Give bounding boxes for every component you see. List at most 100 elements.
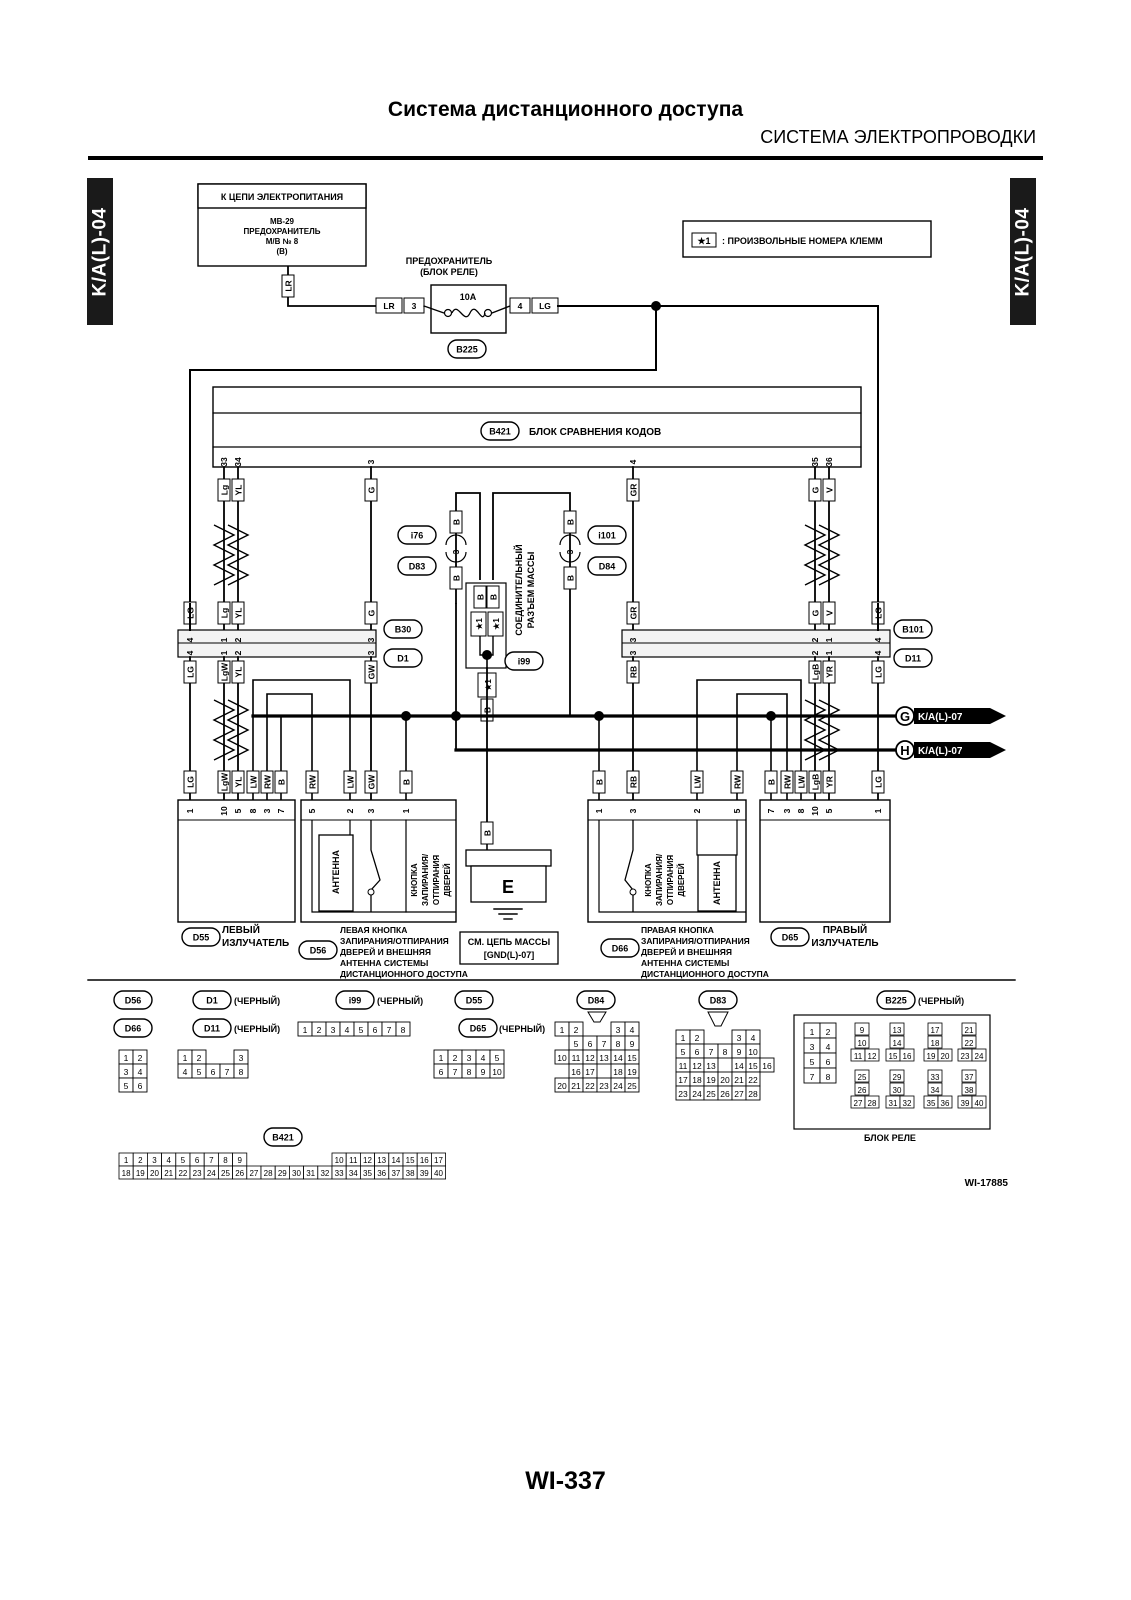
d65-pin: 3 (782, 808, 792, 813)
grid-d55-cell (489, 1063, 505, 1079)
d56-wire: GW (367, 774, 377, 790)
joint-d11-pin: 3 (628, 650, 638, 655)
grid-b225-pin: 3 (810, 1042, 815, 1052)
grid-b225-cell (927, 1022, 943, 1036)
wire-lg-left-supply (189, 306, 657, 604)
grid-i99-pin: 2 (317, 1025, 322, 1035)
power-source-line: M/B № 8 (266, 237, 299, 246)
i99-star: ★1 (475, 618, 484, 630)
grid-b225-pin: 18 (931, 1039, 940, 1048)
d66-connector: D66 (612, 944, 629, 954)
fuse-subtitle: (БЛОК РЕЛЕ) (420, 267, 478, 277)
d55-wire-box (231, 770, 245, 794)
joint-name: СОЕДИНИТЕЛЬНЫЙ (513, 544, 524, 635)
view-b225-outline (876, 990, 916, 1010)
view-d1: D1 (206, 996, 218, 1006)
joint-d1-pin: 1 (219, 650, 229, 655)
grid-d83-cell (745, 1085, 761, 1101)
grid-b421-pin: 34 (349, 1169, 358, 1178)
grid-d1-cell (233, 1063, 249, 1079)
d66-pin: 3 (628, 808, 638, 813)
d66-label: ДВЕРЕЙ И ВНЕШНЯЯ (641, 946, 732, 957)
grid-b225-pin: 12 (868, 1052, 877, 1061)
grid-b225-pin: 8 (826, 1072, 831, 1082)
grid-i99-pin: 3 (331, 1025, 336, 1035)
ecu-pin: 33 (219, 457, 229, 467)
d56-wire-box (305, 770, 319, 794)
grid-d84-pin: 25 (627, 1081, 637, 1091)
joint-name: РАЗЪЕМ МАССЫ (526, 551, 536, 628)
grid-d55-pin: 2 (453, 1053, 458, 1063)
joint-b30-wire: Lg (220, 608, 230, 618)
grid-b225-pin: 38 (965, 1086, 974, 1095)
joint-b30-wire: YL (234, 608, 244, 619)
ecu-pin: 4 (628, 459, 638, 464)
grid-b225-pin: 24 (975, 1052, 984, 1061)
power-source-line: ПРЕДОХРАНИТЕЛЬ (244, 227, 321, 236)
d84-connector-outline (587, 556, 627, 576)
i76-wire-top-box (449, 510, 463, 534)
grid-d84-pin: 2 (574, 1025, 579, 1035)
fuse-lead (423, 305, 445, 314)
ecu-pin: 34 (233, 457, 243, 467)
i76-connector: i76 (411, 531, 424, 541)
external-ref-label: K/A(L)-07 (918, 746, 963, 757)
d55-wire-box (183, 770, 197, 794)
twisted-pair-left (226, 524, 250, 586)
grid-b225-pin: 32 (903, 1099, 912, 1108)
wire-lw (252, 679, 351, 800)
side-tab-right: K/A(L)-04 (1010, 178, 1036, 325)
ground-note: [GND(L)-07] (484, 950, 535, 960)
grid-b421-pin: 7 (209, 1156, 214, 1165)
fuse-terminal (483, 308, 493, 318)
page-title: Система дистанционного доступа (387, 98, 744, 121)
d66-button-label: ОТПИРАНИЯ (666, 855, 675, 906)
d55-connector: D55 (193, 933, 210, 943)
grid-b225-cell (961, 1082, 977, 1096)
joint-d1-pin: 4 (185, 650, 195, 655)
grid-b225-cell (937, 1048, 953, 1062)
grid-d56-pin: 5 (124, 1081, 129, 1091)
view-d1-color: (ЧЕРНЫЙ) (234, 995, 280, 1006)
ecu-wire-label: YL (234, 485, 244, 496)
d65-wire-box (794, 770, 808, 794)
d56-label: ДВЕРЕЙ И ВНЕШНЯЯ (340, 946, 431, 957)
d55-wire-box (274, 770, 288, 794)
d66-button-label: ДВЕРЕЙ (677, 863, 686, 896)
d66-wire-box (690, 770, 704, 794)
grid-b421-pin: 36 (377, 1169, 386, 1178)
view-b225-caption: БЛОК РЕЛЕ (864, 1133, 916, 1143)
grid-b421-pin: 29 (278, 1169, 287, 1178)
fuse-connector: B225 (456, 345, 478, 355)
d66-wire: RW (733, 774, 743, 789)
d66-wire-box (626, 770, 640, 794)
grid-d1-pin: 2 (197, 1053, 202, 1063)
device-d65 (759, 799, 891, 923)
power-source-line: MB-29 (270, 217, 295, 226)
twisted-pair-right (803, 524, 827, 586)
i76-connector-outline (397, 525, 437, 545)
joint-d11-wire-box (822, 660, 836, 684)
legend-star-box (691, 232, 717, 248)
grid-d55-pin: 8 (467, 1067, 472, 1077)
ecu-connector: B421 (489, 427, 511, 437)
d56-wire-box (343, 770, 357, 794)
grid-b421-pin: 30 (292, 1169, 301, 1178)
external-ref-label: K/A(L)-07 (918, 712, 963, 723)
grid-d56-pin: 2 (138, 1053, 143, 1063)
grid-d83-pin: 13 (706, 1061, 716, 1071)
grid-d83-pin: 14 (734, 1061, 744, 1071)
grid-b225-cell (961, 1035, 977, 1049)
view-d11: D11 (204, 1024, 220, 1034)
d55-wire: LG (186, 776, 196, 788)
d65-wire-box (822, 770, 836, 794)
joint-d1-connector: D1 (397, 654, 409, 664)
d55-pin: 3 (262, 808, 272, 813)
grid-d56-pin: 4 (138, 1067, 143, 1077)
d65-label: ПРАВЫЙ (823, 923, 867, 936)
joint-d1-wire: YL (234, 667, 244, 678)
grid-d56-pin: 3 (124, 1067, 129, 1077)
grid-d83-pin: 20 (720, 1075, 730, 1085)
view-i99-color: (ЧЕРНЫЙ) (377, 995, 423, 1006)
twisted-pair (212, 699, 236, 761)
